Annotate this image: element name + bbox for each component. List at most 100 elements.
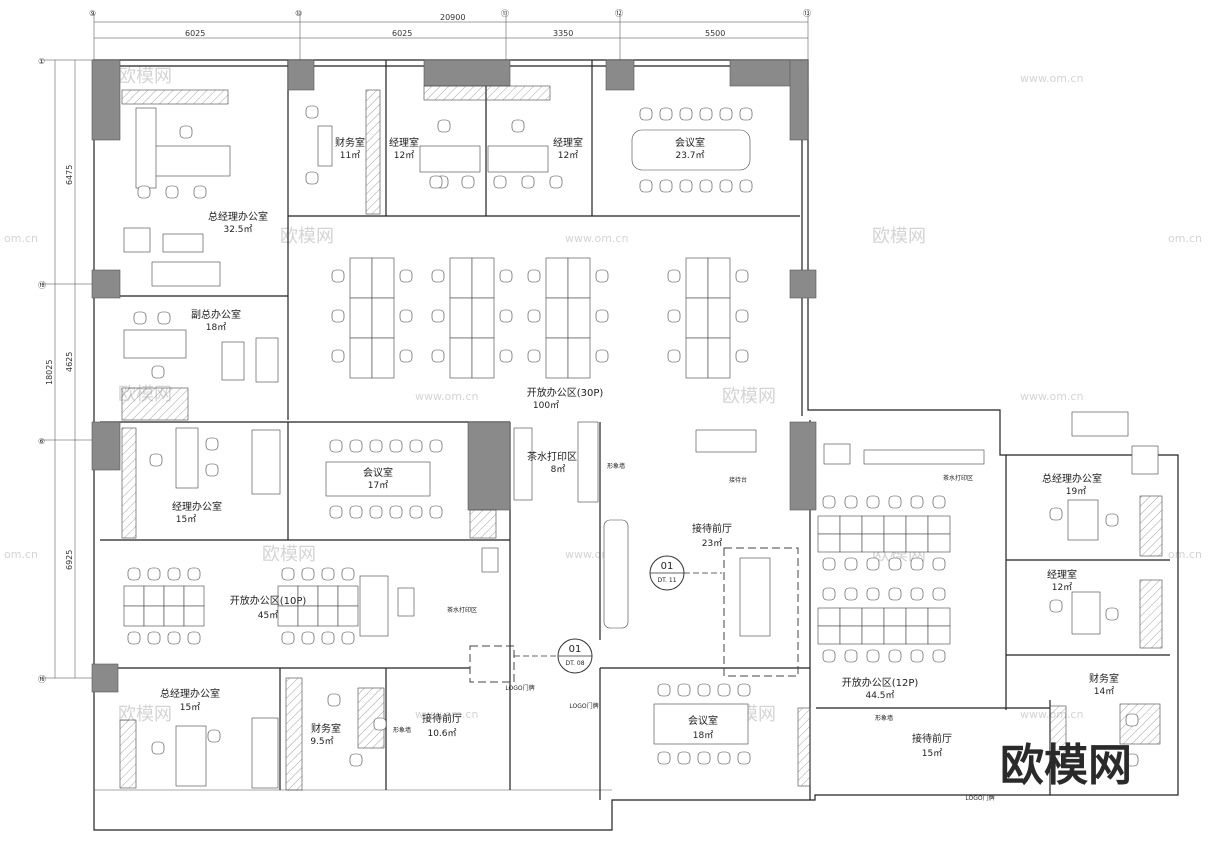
callout-ref: DT. 11 (657, 577, 676, 584)
chair (437, 119, 451, 133)
desk (545, 337, 569, 379)
room-area-finance: 14㎡ (1094, 686, 1114, 697)
desk (471, 257, 495, 299)
desk (685, 257, 709, 299)
chair (667, 349, 681, 363)
chair (822, 557, 836, 571)
small-labels: 茶水打印区 茶水打印区 形象墙 形象墙 形象墙 接待台 LOGO门牌 LOGO门… (393, 462, 995, 802)
chair (399, 269, 413, 283)
chair (737, 683, 751, 697)
chair (717, 751, 731, 765)
room-name-manager: 经理室 (1047, 568, 1077, 581)
chair (699, 107, 713, 121)
room-name-open-office: 开放办公区(30P) (527, 386, 604, 399)
chair (147, 631, 161, 645)
dim-left-total: 18025 (45, 360, 54, 385)
desk (905, 533, 929, 553)
chair (679, 179, 693, 193)
room-area-reception: 15㎡ (922, 748, 942, 759)
desk (337, 585, 359, 607)
room-labels: 总经理办公室 32.5㎡ 财务室 11㎡ 经理室 12㎡ 经理室 12㎡ 会议室… (160, 136, 1119, 759)
desk (183, 605, 205, 627)
room-name-finance: 财务室 (311, 722, 341, 735)
chair (699, 179, 713, 193)
chairs (127, 105, 1139, 767)
chair (735, 309, 749, 323)
chair (659, 107, 673, 121)
desk (163, 585, 185, 607)
furniture (119, 85, 1163, 791)
chair (301, 631, 315, 645)
desk (349, 297, 373, 339)
chair (657, 683, 671, 697)
dim-top-2: 6025 (392, 29, 412, 38)
chair (527, 309, 541, 323)
dim-left-2: 4625 (65, 352, 74, 372)
chair (639, 107, 653, 121)
chair (866, 649, 880, 663)
room-area-finance: 9.5㎡ (310, 736, 333, 747)
room-name-gm-office: 总经理办公室 (160, 687, 220, 700)
chair (137, 185, 151, 199)
chair (349, 753, 363, 767)
room-area-open-office: 45㎡ (258, 610, 278, 621)
chair (331, 309, 345, 323)
chair (499, 269, 513, 283)
chair (127, 631, 141, 645)
walls (93, 59, 1179, 831)
room-area-tea-print: 8㎡ (551, 464, 566, 475)
watermark-url: www.om.cn (1020, 72, 1083, 85)
room-area-open-office: 44.5㎡ (865, 690, 894, 701)
room-area-finance: 11㎡ (340, 150, 360, 161)
chair (341, 631, 355, 645)
desk (123, 605, 145, 627)
logo-sign-tag: LOGO门牌 (569, 702, 598, 710)
chair (167, 567, 181, 581)
chair (735, 349, 749, 363)
chair (329, 439, 343, 453)
desk (883, 607, 907, 627)
axis-top-12: ⑫ (615, 9, 623, 18)
room-name-open-office: 开放办公区(10P) (230, 594, 307, 607)
chair (409, 505, 423, 519)
chair (429, 439, 443, 453)
tea-print-tag: 茶水打印区 (943, 474, 973, 482)
chair (331, 349, 345, 363)
desk (123, 585, 145, 607)
desk (817, 607, 841, 627)
desk (927, 607, 951, 627)
chair (305, 105, 319, 119)
room-area-meeting: 18㎡ (693, 730, 713, 741)
desk (817, 533, 841, 553)
dim-total-top: 20900 (440, 13, 465, 22)
chair (1105, 607, 1119, 621)
chair (399, 309, 413, 323)
chair (844, 587, 858, 601)
axis-top-9: ⑨ (89, 9, 96, 18)
desk (861, 625, 885, 645)
axis-left-18: ⑱ (38, 281, 46, 290)
chair (1125, 753, 1139, 767)
chair (167, 631, 181, 645)
watermark-url: www.om.cn (415, 390, 478, 403)
chair (1049, 599, 1063, 613)
chair (369, 439, 383, 453)
chair (511, 119, 525, 133)
chair (657, 751, 671, 765)
dim-left-1: 6475 (65, 165, 74, 185)
chair (822, 649, 836, 663)
dim-left-3: 6925 (65, 550, 74, 570)
dim-top-1: 6025 (185, 29, 205, 38)
room-name-open-office: 开放办公区(12P) (842, 676, 919, 689)
room-name-reception: 接待前厅 (912, 732, 952, 745)
chair (932, 495, 946, 509)
chair (1049, 507, 1063, 521)
chair (341, 567, 355, 581)
chair (888, 557, 902, 571)
axis-top-10: ⑩ (295, 9, 302, 18)
chair (205, 437, 219, 451)
room-name-finance: 财务室 (1089, 672, 1119, 685)
chair (822, 587, 836, 601)
feature-wall-tag: 形象墙 (393, 726, 411, 734)
